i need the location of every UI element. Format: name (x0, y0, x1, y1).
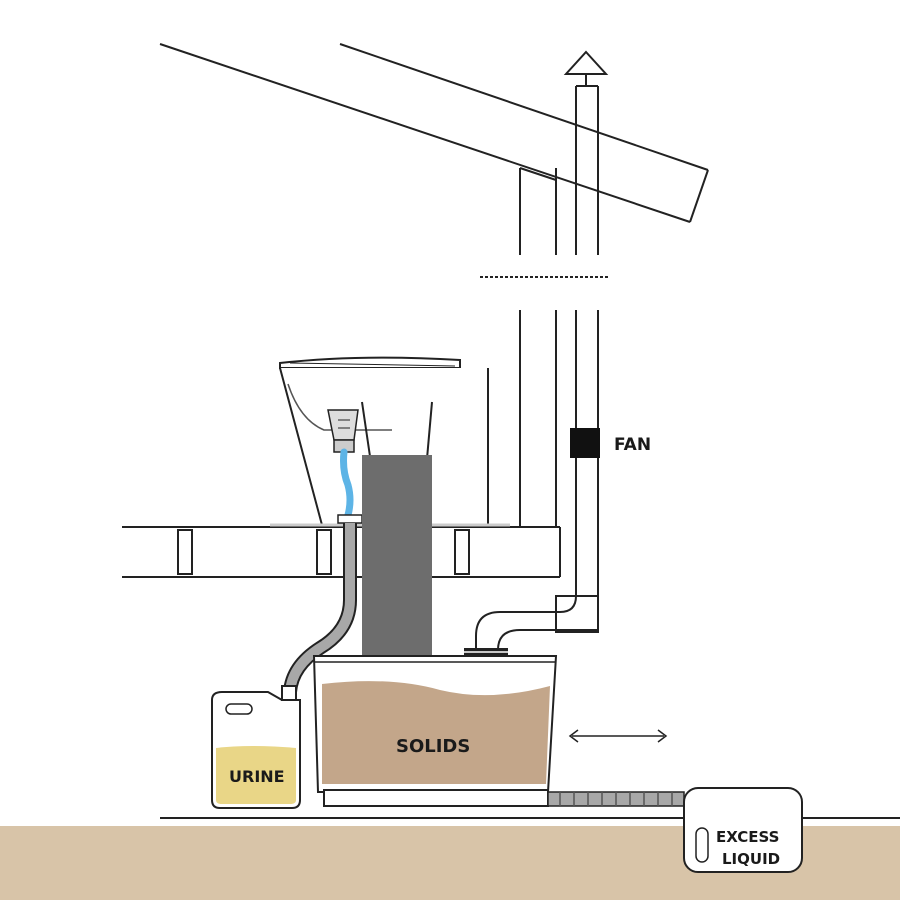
fan-label: FAN (614, 435, 651, 455)
wall (519, 167, 557, 528)
excess-label-line2: LIQUID (722, 850, 780, 868)
urine-tube (340, 448, 354, 519)
solids-label: SOLIDS (396, 736, 470, 757)
roof (159, 43, 709, 223)
double-arrow-icon (568, 729, 668, 743)
fan-block-icon (570, 428, 600, 458)
vent-elbow-pipe (464, 595, 599, 662)
drain-hose (547, 791, 685, 807)
solids-chute (362, 455, 432, 675)
excess-liquid-tank (683, 787, 803, 873)
excess-label-line1: EXCESS (716, 828, 779, 846)
toilet (270, 356, 510, 527)
solids-container (312, 655, 558, 807)
urine-label: URINE (229, 767, 285, 786)
vent-pipe (575, 85, 599, 630)
vent-cap-arrow-icon (563, 50, 609, 86)
urine-canister (211, 685, 301, 809)
urine-diverter (327, 409, 359, 453)
floor-joists (122, 526, 561, 578)
